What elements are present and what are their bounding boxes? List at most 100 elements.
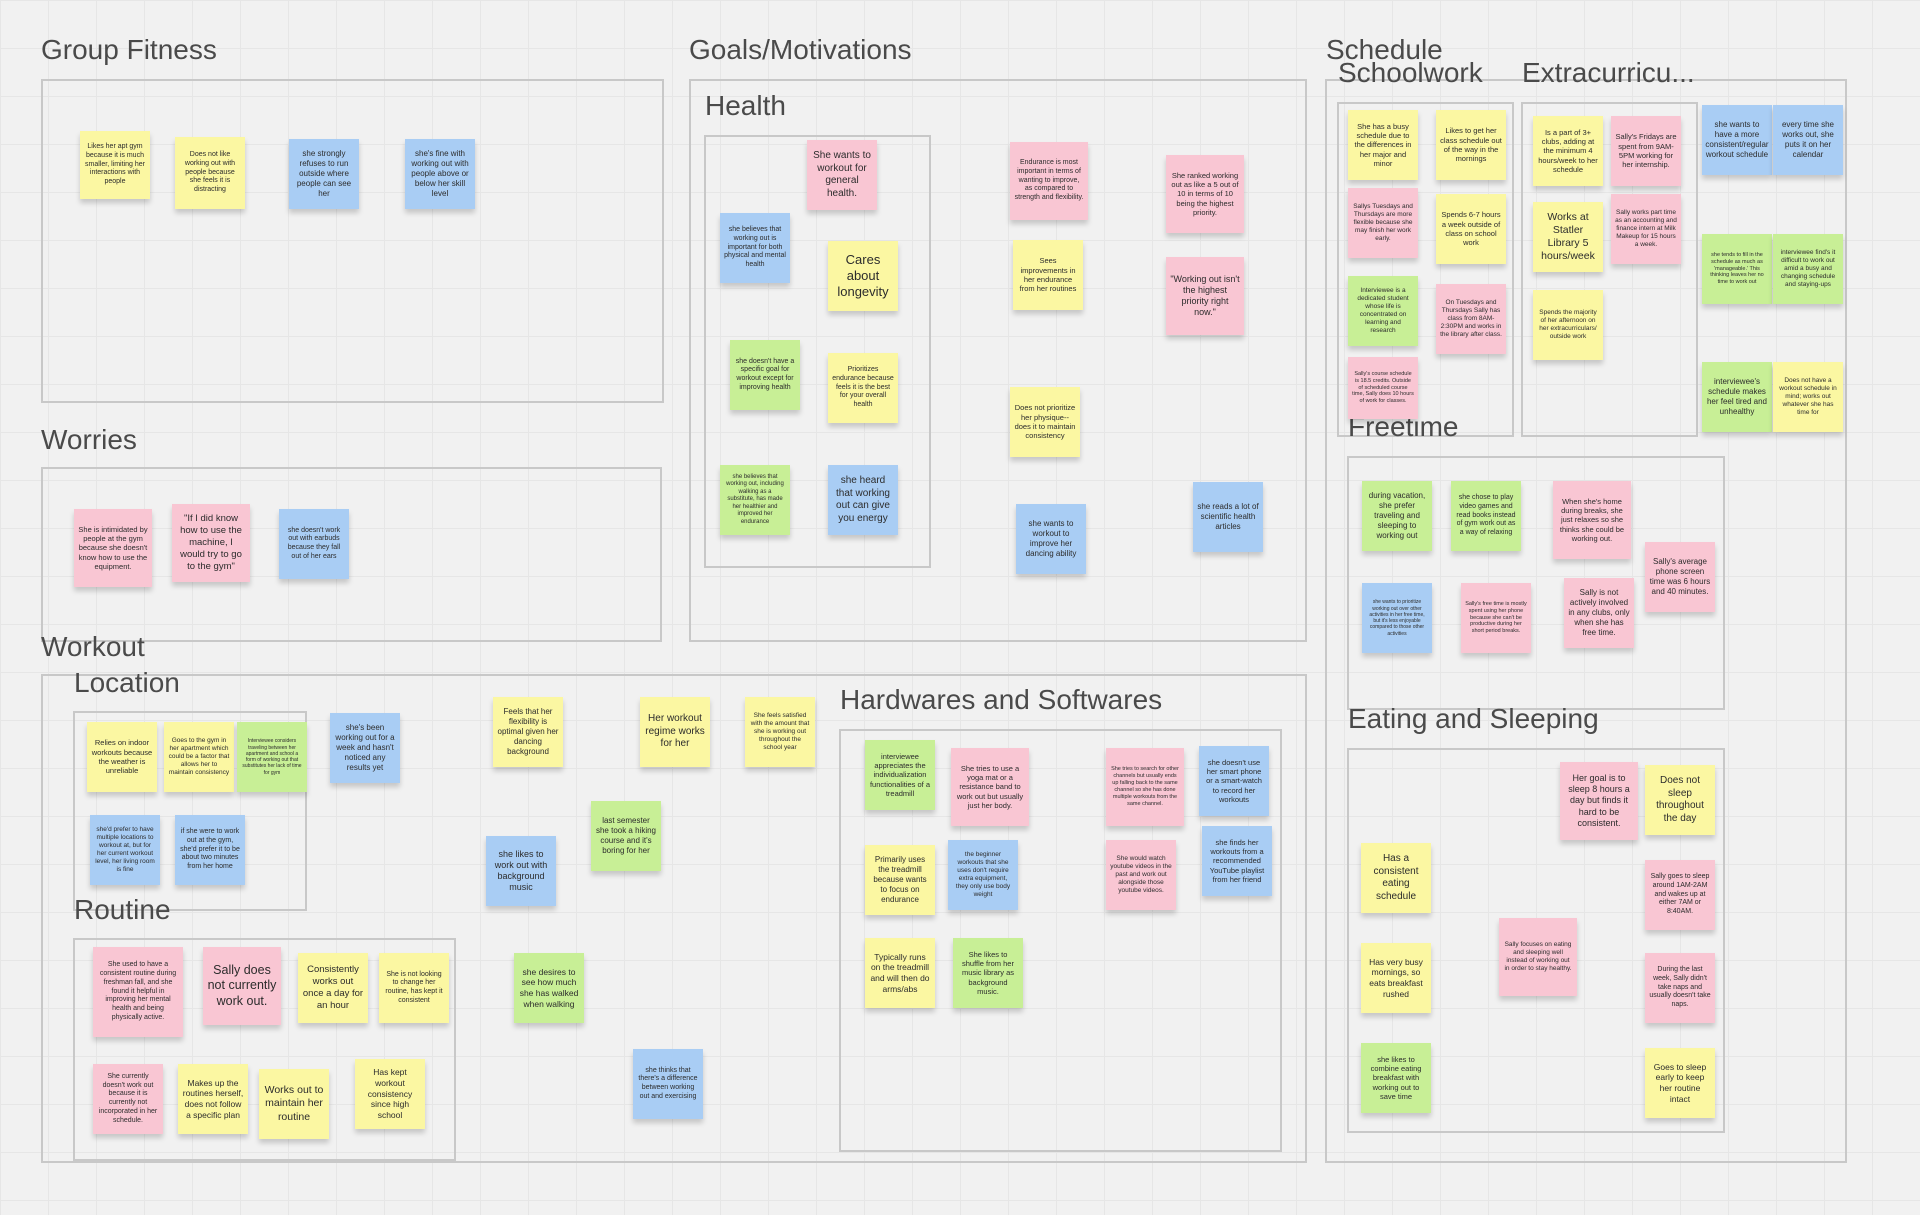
sticky-note[interactable]: Interviewee considers traveling between … — [237, 722, 307, 792]
sticky-note[interactable]: Interviewee is a dedicated student whose… — [1348, 276, 1418, 346]
sticky-note[interactable]: Primarily uses the treadmill because wan… — [865, 845, 935, 915]
sticky-note[interactable]: Does not sleep throughout the day — [1645, 765, 1715, 835]
sticky-note[interactable]: Has a consistent eating schedule — [1361, 843, 1431, 913]
sticky-note[interactable]: On Tuesdays and Thursdays Sally has clas… — [1436, 284, 1506, 354]
sticky-note[interactable]: Likes to get her class schedule out of t… — [1436, 110, 1506, 180]
sticky-note[interactable]: She is not looking to change her routine… — [379, 953, 449, 1023]
sticky-note[interactable]: Sally's free time is mostly spent using … — [1461, 583, 1531, 653]
sticky-note[interactable]: Sally's Fridays are spent from 9AM-5PM w… — [1611, 116, 1681, 186]
sticky-note[interactable]: She ranked working out as like a 5 out o… — [1166, 155, 1244, 233]
sticky-note[interactable]: she thinks that there's a difference bet… — [633, 1049, 703, 1119]
sticky-note[interactable]: Has very busy mornings, so eats breakfas… — [1361, 943, 1431, 1013]
frame-workout[interactable] — [41, 674, 1307, 1163]
sticky-note[interactable]: Does not prioritize her physique--does i… — [1010, 387, 1080, 457]
sticky-note[interactable]: she reads a lot of scientific health art… — [1193, 482, 1263, 552]
sticky-note[interactable]: She likes to shuffle from her music libr… — [953, 938, 1023, 1008]
sticky-note[interactable]: During the last week, Sally didn't take … — [1645, 953, 1715, 1023]
sticky-note[interactable]: Consistently works out once a day for an… — [298, 953, 368, 1023]
sticky-note[interactable]: She tries to use a yoga mat or a resista… — [951, 748, 1029, 826]
sticky-note[interactable]: she finds her workouts from a recommende… — [1202, 826, 1272, 896]
sticky-note[interactable]: she likes to combine eating breakfast wi… — [1361, 1043, 1431, 1113]
sticky-note[interactable]: the beginner workouts that she uses don'… — [948, 840, 1018, 910]
sticky-note[interactable]: she's fine with working out with people … — [405, 139, 475, 209]
frame-schoolwork[interactable] — [1337, 102, 1514, 437]
frame-extracurricular[interactable] — [1521, 102, 1698, 437]
sticky-note[interactable]: She wants to workout for general health. — [807, 140, 877, 210]
frame-hardwares-softwares[interactable] — [839, 729, 1282, 1152]
sticky-note[interactable]: Her goal is to sleep 8 hours a day but f… — [1560, 762, 1638, 840]
sticky-note[interactable]: she doesn't work out with earbuds becaus… — [279, 509, 349, 579]
sticky-note[interactable]: she believes that working out is importa… — [720, 213, 790, 283]
sticky-note[interactable]: She currently doesn't work out because i… — [93, 1064, 163, 1134]
sticky-note[interactable]: Works at Statler Library 5 hours/week — [1533, 202, 1603, 272]
frame-health[interactable] — [704, 135, 931, 568]
sticky-note[interactable]: Has kept workout consistency since high … — [355, 1059, 425, 1129]
sticky-note[interactable]: she doesn't have a specific goal for wor… — [730, 340, 800, 410]
sticky-note[interactable]: she tends to fill in the schedule as muc… — [1702, 234, 1772, 304]
sticky-note[interactable]: She tries to search for other channels b… — [1106, 748, 1184, 826]
sticky-note[interactable]: "Working out isn't the highest priority … — [1166, 257, 1244, 335]
sticky-note[interactable]: Sees improvements in her endurance from … — [1013, 240, 1083, 310]
sticky-note[interactable]: Sally works part time as an accounting a… — [1611, 194, 1681, 264]
sticky-note[interactable]: Sally focuses on eating and sleeping wel… — [1499, 918, 1577, 996]
frame-schedule[interactable] — [1325, 79, 1847, 1163]
sticky-note[interactable]: Works out to maintain her routine — [259, 1069, 329, 1139]
frame-group-fitness[interactable] — [41, 79, 664, 403]
sticky-note[interactable]: she strongly refuses to run outside wher… — [289, 139, 359, 209]
sticky-note[interactable]: She has a busy schedule due to the diffe… — [1348, 110, 1418, 180]
sticky-note[interactable]: Relies on indoor workouts because the we… — [87, 722, 157, 792]
sticky-note[interactable]: she heard that working out can give you … — [828, 465, 898, 535]
sticky-note[interactable]: last semester she took a hiking course a… — [591, 801, 661, 871]
sticky-note[interactable]: Spends 6-7 hours a week outside of class… — [1436, 194, 1506, 264]
sticky-note[interactable]: Sallys Tuesdays and Thursdays are more f… — [1348, 188, 1418, 258]
frame-worries[interactable] — [41, 467, 662, 642]
sticky-note[interactable]: Sally goes to sleep around 1AM-2AM and w… — [1645, 860, 1715, 930]
sticky-note[interactable]: Is a part of 3+ clubs, adding at the min… — [1533, 116, 1603, 186]
sticky-note[interactable]: Typically runs on the treadmill and will… — [865, 938, 935, 1008]
sticky-note[interactable]: she chose to play video games and read b… — [1451, 481, 1521, 551]
sticky-note[interactable]: Makes up the routines herself, does not … — [178, 1064, 248, 1134]
sticky-note[interactable]: Her workout regime works for her — [640, 697, 710, 767]
sticky-note[interactable]: she likes to work out with background mu… — [486, 836, 556, 906]
sticky-note[interactable]: Spends the majority of her afternoon on … — [1533, 290, 1603, 360]
sticky-note[interactable]: She would watch youtube videos in the pa… — [1106, 840, 1176, 910]
sticky-note[interactable]: she wants to have a more consistent/regu… — [1702, 105, 1772, 175]
sticky-note[interactable]: she doesn't use her smart phone or a sma… — [1199, 746, 1269, 816]
frame-routine[interactable] — [73, 938, 456, 1161]
sticky-note[interactable]: When she's home during breaks, she just … — [1553, 481, 1631, 559]
frame-location[interactable] — [73, 711, 307, 911]
sticky-note[interactable]: Does not like working out with people be… — [175, 137, 245, 209]
frame-freetime[interactable] — [1347, 456, 1725, 710]
frame-goals-motivations[interactable] — [689, 79, 1307, 642]
sticky-note[interactable]: every time she works out, she puts it on… — [1773, 105, 1843, 175]
sticky-note[interactable]: if she were to work out at the gym, she'… — [175, 815, 245, 885]
sticky-note[interactable]: during vacation, she prefer traveling an… — [1362, 481, 1432, 551]
sticky-note[interactable]: Goes to sleep early to keep her routine … — [1645, 1048, 1715, 1118]
sticky-note[interactable]: interviewee find's it difficult to work … — [1773, 234, 1843, 304]
sticky-note[interactable]: She feels satisfied with the amount that… — [745, 697, 815, 767]
sticky-note[interactable]: She used to have a consistent routine du… — [93, 947, 183, 1037]
sticky-note[interactable]: Sally's average phone screen time was 6 … — [1645, 542, 1715, 612]
sticky-note[interactable]: Likes her apt gym because it is much sma… — [80, 131, 150, 199]
sticky-note[interactable]: Sally is not actively involved in any cl… — [1564, 578, 1634, 648]
sticky-note[interactable]: Cares about longevity — [828, 241, 898, 311]
sticky-note[interactable]: She is intimidated by people at the gym … — [74, 509, 152, 587]
sticky-note[interactable]: she desires to see how much she has walk… — [514, 953, 584, 1023]
sticky-note[interactable]: she'd prefer to have multiple locations … — [90, 815, 160, 885]
sticky-note[interactable]: she wants to workout to improve her danc… — [1016, 504, 1086, 574]
sticky-note[interactable]: Goes to the gym in her apartment which c… — [164, 722, 234, 792]
sticky-note[interactable]: Does not have a workout schedule in mind… — [1773, 362, 1843, 432]
sticky-note[interactable]: she's been working out for a week and ha… — [330, 713, 400, 783]
sticky-note[interactable]: "If I did know how to use the machine, I… — [172, 504, 250, 582]
sticky-note[interactable]: she believes that working out, including… — [720, 465, 790, 535]
sticky-note[interactable]: Feels that her flexibility is optimal gi… — [493, 697, 563, 767]
sticky-note[interactable]: interviewee appreciates the individualiz… — [865, 740, 935, 810]
frame-eating-sleeping[interactable] — [1347, 748, 1725, 1133]
sticky-note[interactable]: she wants to prioritize working out over… — [1362, 583, 1432, 653]
sticky-note[interactable]: Sally does not currently work out. — [203, 947, 281, 1025]
sticky-note[interactable]: Endurance is most important in terms of … — [1010, 142, 1088, 220]
sticky-note[interactable]: Prioritizes endurance because feels it i… — [828, 353, 898, 423]
sticky-note[interactable]: Sally's course schedule is 18.5 credits.… — [1348, 357, 1418, 419]
sticky-note[interactable]: interviewee's schedule makes her feel ti… — [1702, 362, 1772, 432]
